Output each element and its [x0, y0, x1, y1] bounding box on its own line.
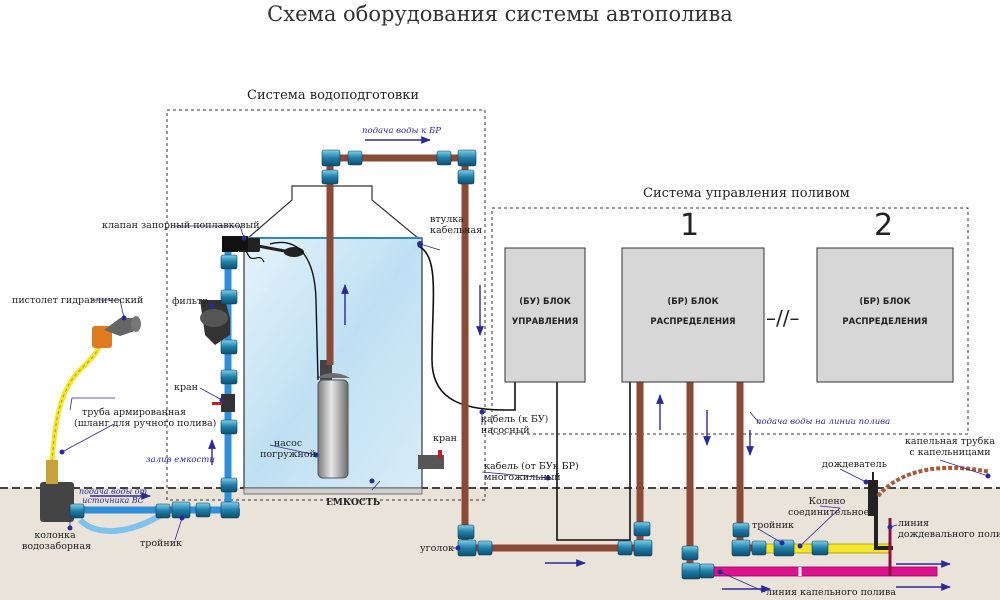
control-frame [491, 207, 969, 435]
label-sprinkler: дождеватель [822, 459, 887, 470]
label-knee-line2: соединительное [788, 507, 870, 518]
label-pump: насос погружной [258, 438, 318, 460]
control-unit-box [504, 247, 586, 383]
distribution-block-1-label: (БР) БЛОК РАСПРЕДЕЛЕНИЯ [622, 292, 764, 332]
label-multi-cable: кабель (от БУк БР) многожильный [484, 461, 579, 483]
label-sleeve-line1: втулка [430, 214, 464, 225]
section-water-prep-title: Система водоподготовки [247, 88, 420, 103]
zone-number-2: 2 [874, 208, 894, 243]
label-pump-cable: кабель (к БУ) насосный [481, 414, 548, 436]
control-unit-label-line2: УПРАВЛЕНИЯ [511, 317, 579, 327]
label-elbow: уголок [420, 543, 454, 554]
section-control-title: Система управления поливом [643, 186, 850, 201]
distribution-block-2-label: (БР) БЛОК РАСПРЕДЕЛЕНИЯ [817, 292, 953, 332]
label-float-valve: клапан запорный поплавковый [102, 220, 260, 231]
label-supply-source-line2: источника ВС [82, 496, 144, 505]
label-hose-line2: (шланг для ручного полива) [74, 418, 217, 429]
faucet-right [418, 450, 444, 469]
label-sprinkler-line-line1: линия [898, 518, 930, 529]
label-sleeve-line2: кабельная [430, 225, 483, 236]
label-multi-cable-line2: многожильный [484, 472, 561, 483]
distribution-block-1-line2: РАСПРЕДЕЛЕНИЯ [650, 317, 736, 327]
control-unit-label-line1: (БУ) БЛОК [519, 297, 571, 307]
yellow-hose [49, 339, 103, 463]
pump-cable [417, 245, 516, 411]
label-spray-gun: пистолет гидравлический [12, 295, 144, 306]
label-water-column: колонка водозаборная [22, 530, 91, 552]
label-supply-to-lines: подача воды на линии полива [756, 417, 891, 427]
label-faucet-right: кран [433, 433, 458, 444]
leader-lines [61, 225, 989, 593]
label-drip-tube: капельная трубка с капельницами [904, 436, 996, 458]
label-multi-cable-line1: кабель (от БУк БР) [484, 461, 579, 472]
label-column-line1: колонка [34, 530, 76, 541]
label-hose-line1: труба армированная [82, 407, 186, 418]
diagram-title: Схема оборудования системы автополива [267, 2, 733, 26]
blue-pipes [80, 250, 240, 516]
distribution-block-1-box [621, 247, 765, 383]
label-filter: фильтр [172, 296, 209, 307]
float-valve-fitting [238, 236, 248, 250]
multi-cable [556, 382, 631, 541]
block-separator: –//– [766, 306, 800, 330]
label-supply-to-br: подача воды к БР [362, 126, 441, 136]
zone-number-1: 1 [680, 208, 700, 243]
label-drip-line: линия капельного полива [766, 587, 897, 598]
label-knee-line1: Колено [808, 496, 846, 507]
label-knee: Колено соединительное [788, 496, 870, 518]
fittings [69, 149, 829, 580]
distribution-block-2-box [816, 247, 954, 383]
label-pump-line2: погружной [260, 449, 316, 460]
flow-arrows [90, 136, 951, 593]
filter [200, 300, 230, 345]
drip-tube [876, 465, 991, 498]
label-pump-cable-line1: кабель (к БУ) [481, 414, 549, 425]
label-pump-cable-line2: насосный [481, 425, 530, 436]
label-supply-source-line1: подача воды от [78, 487, 148, 496]
label-cable-sleeve: втулка кабельная [430, 214, 482, 236]
label-tank: ЕМКОСТЬ [326, 498, 381, 508]
label-tee-left: тройник [140, 538, 182, 549]
label-sprinkler-line-line2: дождевального полива [898, 529, 1000, 540]
elbow-left [222, 236, 238, 252]
label-drip-tube-line1: капельная трубка [904, 436, 996, 447]
spray-gun [92, 316, 141, 348]
distribution-block-2-line2: РАСПРЕДЕЛЕНИЯ [842, 317, 928, 327]
faucet-left [212, 394, 235, 412]
distribution-block-2-line1: (БР) БЛОК [859, 297, 911, 307]
label-tee-right: тройник [752, 520, 794, 531]
label-hose: труба армированная (шланг для ручного по… [74, 407, 217, 429]
control-unit-label: (БУ) БЛОК УПРАВЛЕНИЯ [505, 292, 585, 332]
label-pump-line1: насос [273, 438, 303, 449]
label-tank-fill: залив емкости [146, 455, 215, 465]
label-drip-tube-line2: с капельницами [909, 447, 991, 458]
distribution-block-1-line1: (БР) БЛОК [667, 297, 719, 307]
label-column-line2: водозаборная [22, 541, 91, 552]
label-sprinkler-line: линия дождевального полива [898, 518, 1000, 540]
submersible-pump [316, 360, 350, 479]
label-faucet-left: кран [174, 382, 199, 393]
drip-line-pipe [711, 566, 938, 577]
water-prep-frame [166, 109, 486, 501]
water-column [40, 460, 74, 522]
label-supply-from-source: подача воды от источника ВС [78, 487, 148, 505]
leader-dots [59, 235, 991, 575]
